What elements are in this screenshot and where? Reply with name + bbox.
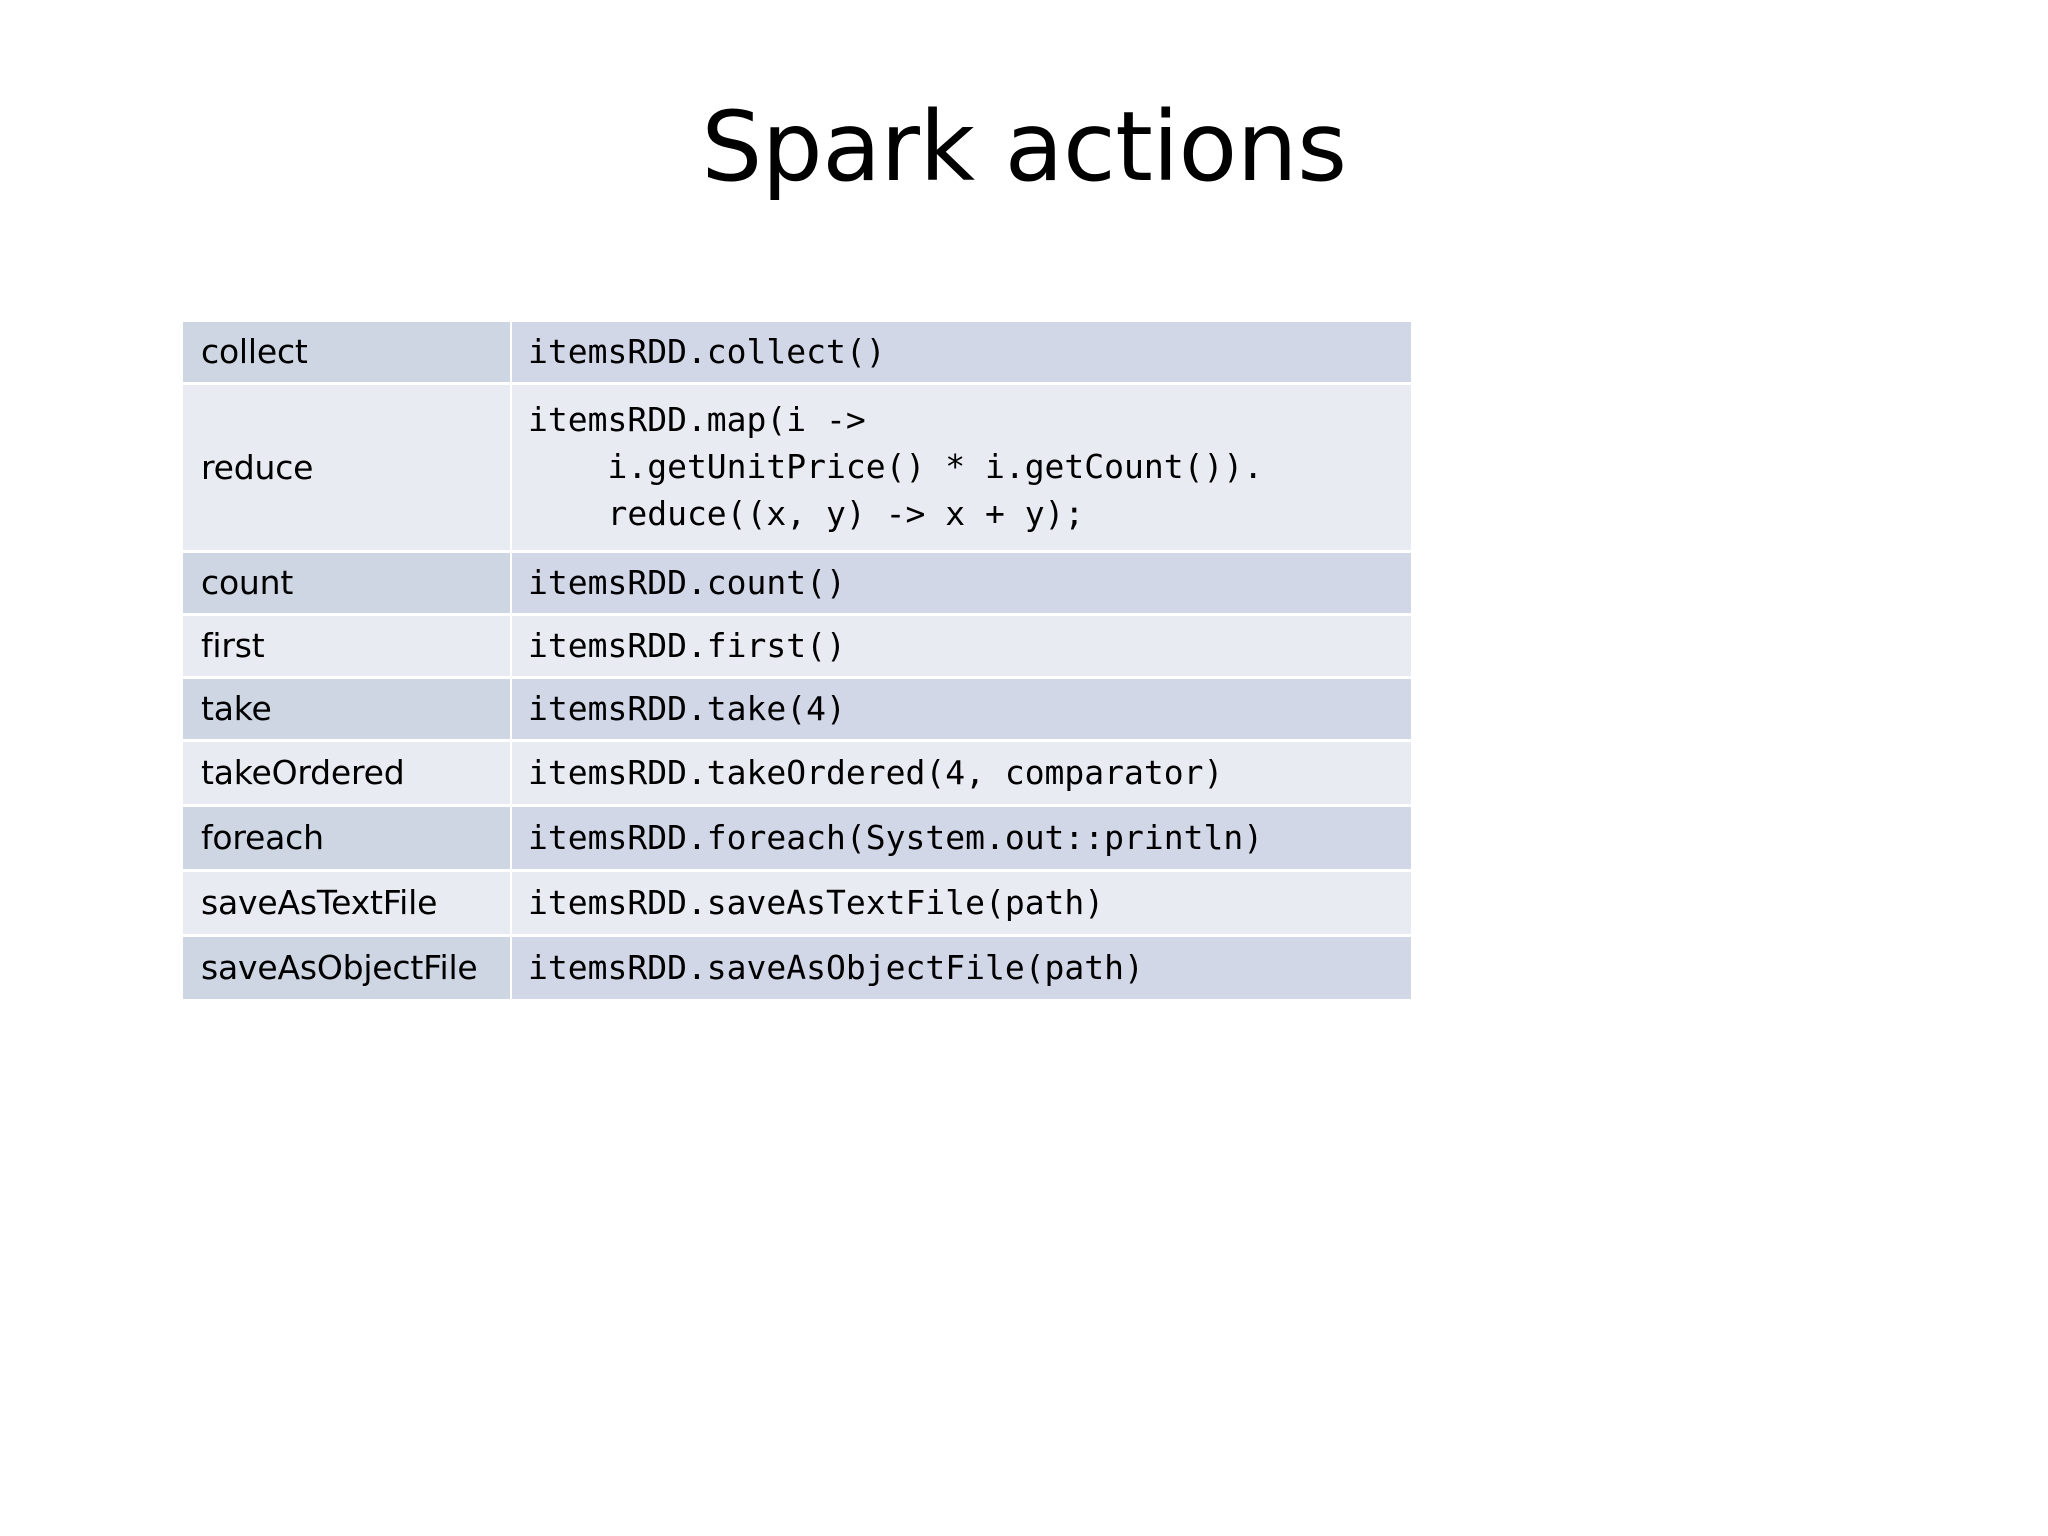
code-text: itemsRDD.map(i -> i.getUnitPrice() * i.g… bbox=[528, 400, 1264, 533]
code-text: itemsRDD.count() bbox=[528, 562, 846, 602]
action-name-cell: reduce bbox=[183, 385, 510, 550]
code-text: itemsRDD.first() bbox=[528, 625, 846, 665]
action-name-cell: saveAsTextFile bbox=[183, 872, 510, 934]
code-text: itemsRDD.takeOrdered(4, comparator) bbox=[528, 752, 1224, 792]
action-name-cell: first bbox=[183, 616, 510, 676]
table-row: count itemsRDD.count() bbox=[183, 553, 1411, 613]
action-code-cell: itemsRDD.saveAsTextFile(path) bbox=[512, 872, 1411, 934]
action-name-cell: collect bbox=[183, 322, 510, 382]
action-code-cell: itemsRDD.first() bbox=[512, 616, 1411, 676]
table-row: collect itemsRDD.collect() bbox=[183, 322, 1411, 382]
table-row: take itemsRDD.take(4) bbox=[183, 679, 1411, 739]
spark-actions-table: collect itemsRDD.collect() reduce itemsR… bbox=[183, 322, 1411, 999]
action-name-cell: take bbox=[183, 679, 510, 739]
table-row: foreach itemsRDD.foreach(System.out::pri… bbox=[183, 807, 1411, 869]
action-name-cell: count bbox=[183, 553, 510, 613]
action-code-cell: itemsRDD.foreach(System.out::println) bbox=[512, 807, 1411, 869]
code-text: itemsRDD.saveAsObjectFile(path) bbox=[528, 947, 1144, 987]
table-row: first itemsRDD.first() bbox=[183, 616, 1411, 676]
action-code-cell: itemsRDD.count() bbox=[512, 553, 1411, 613]
action-name-cell: saveAsObjectFile bbox=[183, 937, 510, 999]
table-row: saveAsTextFile itemsRDD.saveAsTextFile(p… bbox=[183, 872, 1411, 934]
table-row: takeOrdered itemsRDD.takeOrdered(4, comp… bbox=[183, 742, 1411, 804]
code-text: itemsRDD.foreach(System.out::println) bbox=[528, 817, 1264, 857]
action-code-cell: itemsRDD.take(4) bbox=[512, 679, 1411, 739]
table-row: saveAsObjectFile itemsRDD.saveAsObjectFi… bbox=[183, 937, 1411, 999]
code-text: itemsRDD.collect() bbox=[528, 331, 886, 371]
action-name-cell: takeOrdered bbox=[183, 742, 510, 804]
table-row: reduce itemsRDD.map(i -> i.getUnitPrice(… bbox=[183, 385, 1411, 550]
code-text: itemsRDD.saveAsTextFile(path) bbox=[528, 882, 1105, 922]
action-code-cell: itemsRDD.map(i -> i.getUnitPrice() * i.g… bbox=[512, 385, 1411, 550]
action-code-cell: itemsRDD.takeOrdered(4, comparator) bbox=[512, 742, 1411, 804]
code-text: itemsRDD.take(4) bbox=[528, 688, 846, 728]
action-name-cell: foreach bbox=[183, 807, 510, 869]
action-code-cell: itemsRDD.collect() bbox=[512, 322, 1411, 382]
action-code-cell: itemsRDD.saveAsObjectFile(path) bbox=[512, 937, 1411, 999]
page-title: Spark actions bbox=[701, 91, 1347, 203]
